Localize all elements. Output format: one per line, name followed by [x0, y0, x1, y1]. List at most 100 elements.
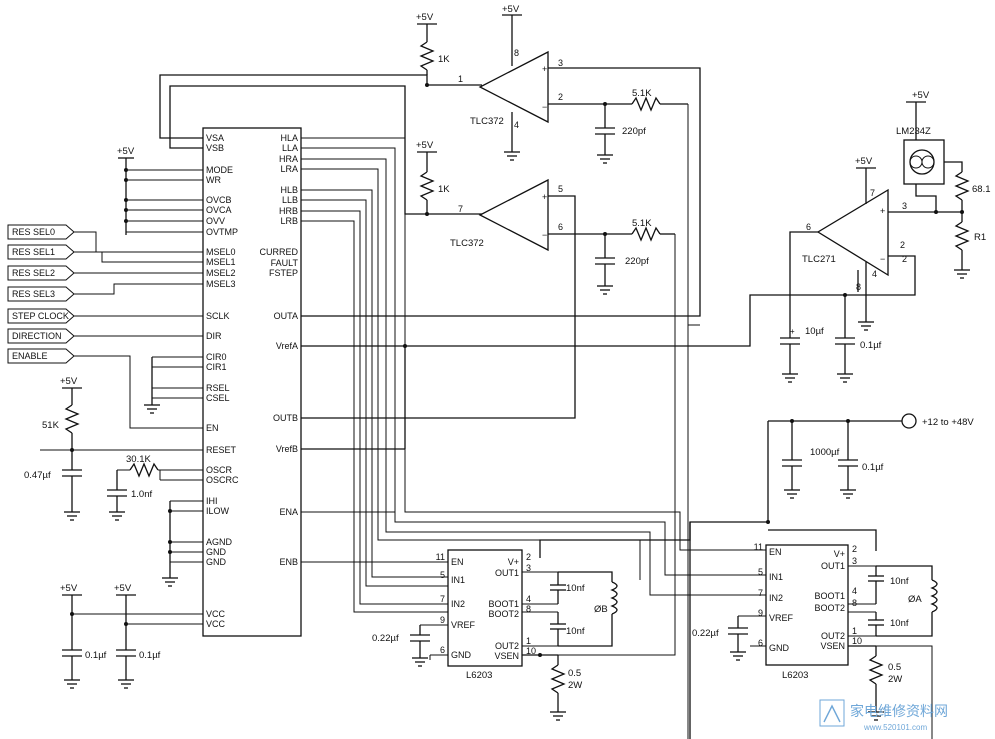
svg-text:3: 3 — [558, 58, 563, 68]
reset-network: +5V 51K 0.47µf — [24, 376, 203, 521]
driver-pin-boot1: BOOT1 — [488, 599, 519, 609]
ctl-pin-hlb: HLB — [280, 185, 298, 195]
svg-text:2: 2 — [902, 254, 907, 264]
svg-text:+: + — [542, 192, 547, 202]
input-tag-res-sel2: RES SEL2 — [7, 265, 203, 281]
input-tag-res-sel0: RES SEL0 — [7, 224, 203, 253]
driver-pin-en: EN — [451, 557, 464, 567]
controller-left-pins: VSAVSBMODEWROVCBOVCAOVVOVTMPMSEL0MSEL1MS… — [206, 133, 239, 629]
svg-text:−: − — [542, 102, 547, 112]
svg-text:4: 4 — [514, 120, 519, 130]
r51k-label: 51K — [42, 420, 60, 431]
ctl-pin-cir0: CIR0 — [206, 352, 227, 362]
input-tag-label: STEP CLOCK — [12, 311, 69, 321]
driver-pin-num: 4 — [526, 594, 531, 604]
driver-pin-num: 11 — [436, 552, 445, 562]
c01u-vcc2-label: 0.1µf — [139, 650, 161, 661]
ctl-pin-oscr: OSCR — [206, 465, 233, 475]
ctl-pin-curred: CURRED — [259, 247, 298, 257]
osc-network: 30.1K 1.0nf — [107, 454, 203, 521]
input-tag-step-clock: STEP CLOCK — [7, 308, 203, 324]
input-tag-label: RES SEL3 — [12, 289, 55, 299]
svg-text:3: 3 — [902, 201, 907, 211]
controller-right-pins: HLALLAHRALRAHLBLLBHRBLRBCURREDFAULTFSTEP… — [259, 133, 298, 567]
svg-text:2: 2 — [900, 240, 905, 250]
c047-label: 0.47µf — [24, 470, 51, 481]
r1k-b-label: 1K — [438, 184, 450, 195]
ctl-pin-dir: DIR — [206, 331, 222, 341]
ctl-pin-msel3: MSEL3 — [206, 279, 236, 289]
driver-pin-vsen: VSEN — [494, 651, 519, 661]
driver-pin-num: 9 — [440, 615, 445, 625]
svg-text:+5V: +5V — [912, 90, 930, 101]
svg-text:+5V: +5V — [416, 12, 434, 23]
input-tag-enable: ENABLE — [7, 348, 203, 429]
ctl-pin-fstep: FSTEP — [269, 268, 298, 278]
svg-text:+5V: +5V — [855, 156, 873, 167]
input-tag-label: RES SEL1 — [12, 247, 55, 257]
driver-pin-boot1: BOOT1 — [814, 591, 845, 601]
driver-pin-num: 8 — [526, 604, 531, 614]
svg-text:6: 6 — [806, 222, 811, 232]
cir-ground-net — [144, 356, 203, 414]
svg-text:2: 2 — [558, 92, 563, 102]
input-tag-direction: DIRECTION — [7, 328, 203, 344]
svg-text:6: 6 — [558, 222, 563, 232]
svg-text:10nf: 10nf — [566, 583, 585, 594]
svg-text:+5V: +5V — [502, 4, 520, 15]
c01u-vcc1-label: 0.1µf — [85, 650, 107, 661]
driver-pin-boot2: BOOT2 — [488, 609, 519, 619]
ctl-pin-ovcb: OVCB — [206, 195, 232, 205]
watermark-url: www.520101.com — [863, 723, 927, 732]
c220-b-label: 220pf — [625, 256, 649, 267]
reference-part: LM234Z — [896, 126, 931, 137]
comparator-1: +− 1 3 2 8 4 TLC372 +5V +5V 1K 5.1K 220p… — [301, 4, 701, 326]
driver-pin-en: EN — [769, 547, 782, 557]
driver-pin-in2: IN2 — [451, 599, 465, 609]
bridge-control-wires — [301, 137, 766, 613]
ctl-pin-vcc: VCC — [206, 619, 226, 629]
watermark: 家电维修资料网 www.520101.com — [819, 699, 948, 732]
supply-terminal — [901, 413, 917, 429]
ctl-pin-msel0: MSEL0 — [206, 247, 236, 257]
vs-feedback-wires — [159, 74, 482, 215]
svg-text:0.22µf: 0.22µf — [372, 633, 399, 644]
svg-text:2W: 2W — [568, 680, 582, 691]
ctl-pin-ihi: IHI — [206, 496, 218, 506]
ctl-pin-en: EN — [206, 423, 219, 433]
driver-pin-num: 3 — [526, 563, 531, 573]
driver-pin-num: 11 — [754, 542, 763, 552]
driver-pin-v+: V+ — [508, 557, 519, 567]
supply-label: +12 to +48V — [922, 417, 974, 428]
svg-text:5: 5 — [558, 184, 563, 194]
ctl-pin-llb: LLB — [282, 195, 298, 205]
comparator-2-part: TLC372 — [450, 238, 484, 249]
opamp-part: TLC271 — [802, 254, 836, 265]
r30k-label: 30.1K — [126, 454, 151, 465]
input-tag-res-sel3: RES SEL3 — [7, 283, 203, 302]
svg-text:+5V: +5V — [60, 376, 78, 387]
svg-text:8: 8 — [514, 48, 519, 58]
driver-b-ic — [447, 549, 523, 667]
ctl-pin-reset: RESET — [206, 445, 237, 455]
driver-pin-gnd: GND — [769, 643, 790, 653]
svg-text:+: + — [880, 206, 885, 216]
driver-pin-in1: IN1 — [451, 575, 465, 585]
driver-pin-num: 5 — [440, 570, 445, 580]
svg-text:+5V: +5V — [60, 583, 78, 594]
ctl-pin-gnd: GND — [206, 557, 227, 567]
svg-text:+5V: +5V — [114, 583, 132, 594]
controller-ic — [202, 127, 302, 637]
svg-text:−: − — [542, 230, 547, 240]
vref-net: + 10µf 0.1µf — [301, 293, 882, 450]
c1n-label: 1.0nf — [131, 489, 152, 500]
ctl-pin-enb: ENB — [279, 557, 298, 567]
ctl-pin-lla: LLA — [282, 143, 298, 153]
gnd-net — [162, 500, 203, 587]
c220-a-label: 220pf — [622, 126, 646, 137]
driver-b-part: L6203 — [466, 670, 492, 681]
driver-pin-num: 1 — [526, 636, 531, 646]
driver-pin-num: 1 — [852, 626, 857, 636]
driver-pin-num: 10 — [852, 636, 862, 646]
